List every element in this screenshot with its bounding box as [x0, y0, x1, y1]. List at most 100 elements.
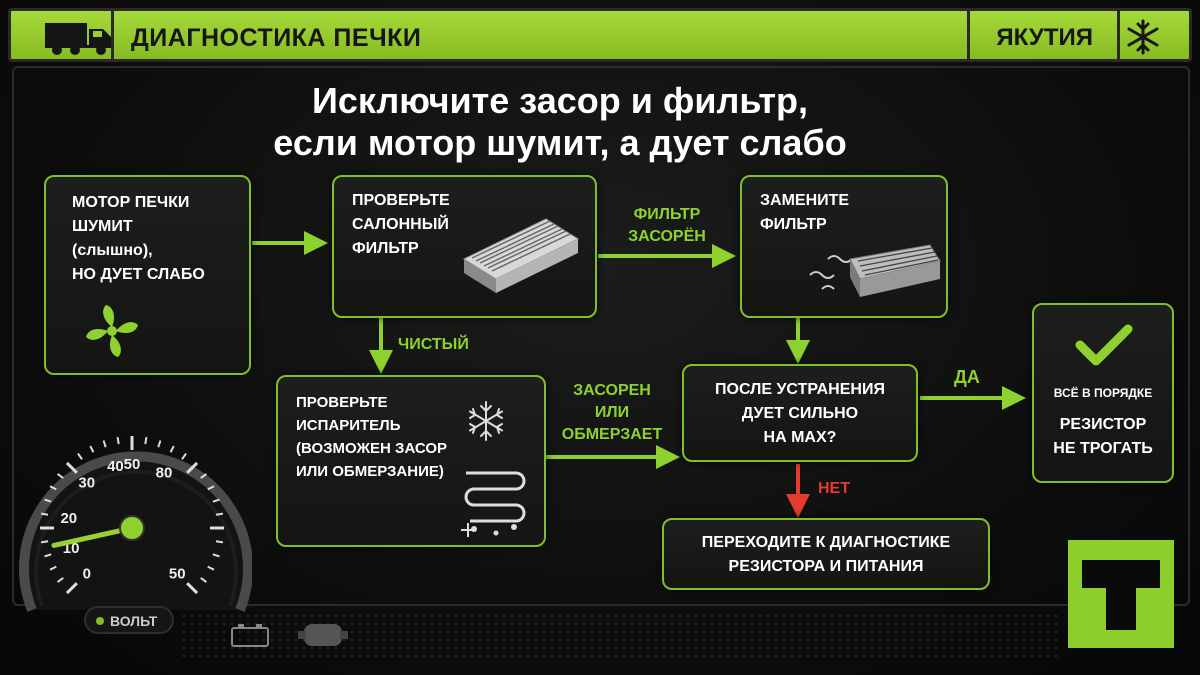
gauge-tick	[215, 540, 224, 544]
node-filter-check-line: ПРОВЕРЬТЕ	[352, 192, 450, 209]
gauge-tick	[144, 436, 148, 445]
node-ok: ВСЁ В ПОРЯДКЕ РЕЗИСТОР НЕ ТРОГАТЬ	[1032, 303, 1174, 483]
edge-label-evap: ЗАСОРЕН ИЛИ ОБМЕРЗАЕТ	[552, 380, 672, 446]
gauge-tick-label: 0	[83, 565, 91, 582]
edge-label-line: ЗАСОРЁН	[628, 228, 706, 245]
battery-icon	[231, 624, 269, 647]
gauge-tick	[89, 445, 95, 453]
gauge-tick-label: 30	[78, 475, 95, 492]
node-resistor-line: ПЕРЕХОДИТЕ К ДИАГНОСТИКЕ	[701, 534, 951, 551]
cabin-filter-icon	[462, 218, 580, 293]
edge-label-line: ФИЛЬТР	[633, 206, 701, 223]
volt-badge: ВОЛЬТ	[84, 606, 174, 634]
gauge-tick	[65, 461, 78, 474]
gauge-tick	[56, 473, 64, 479]
status-dot	[96, 617, 104, 625]
node-filter-check: ПРОВЕРЬТЕ САЛОННЫЙ ФИЛЬТР	[332, 175, 597, 318]
node-start-line: (слышно),	[72, 242, 153, 259]
node-decision-line: НА MAX?	[763, 429, 837, 446]
node-replace-filter-line: ЗАМЕНИТЕ	[760, 192, 850, 209]
gauge-tick	[44, 553, 52, 558]
node-resistor-line: РЕЗИСТОРА И ПИТАНИЯ	[728, 558, 924, 575]
header-divider	[111, 8, 114, 62]
edge-label-line: ИЛИ	[594, 404, 630, 421]
node-evaporator-line: (ВОЗМОЖЕН ЗАСОР	[296, 440, 448, 457]
heater-core-icon	[298, 624, 348, 646]
snowflake-icon	[1127, 19, 1159, 55]
gauge-tick	[49, 485, 57, 491]
gauge-tick-label: 50	[169, 565, 186, 582]
gauge-tick	[77, 452, 83, 460]
node-ok-small: ВСЁ В ПОРЯДКЕ	[1053, 386, 1153, 400]
brand-logo	[1068, 540, 1174, 648]
edge-label-yes: ДА	[954, 367, 980, 387]
volt-label: ВОЛЬТ	[110, 613, 158, 629]
gauge-tick	[207, 485, 215, 491]
node-start-line: МОТОР ПЕЧКИ	[72, 194, 190, 211]
gauge-hub	[119, 515, 145, 541]
gauge-tick	[49, 565, 57, 571]
node-decision: ПОСЛЕ УСТРАНЕНИЯ ДУЕТ СИЛЬНО НА MAX?	[682, 364, 918, 462]
header-bar: ДИАГНОСТИКА ПЕЧКИ ЯКУТИЯ	[8, 8, 1192, 62]
evaporator-icon	[461, 471, 526, 537]
node-evaporator-line: ИСПАРИТЕЛЬ	[296, 417, 401, 434]
node-decision-line: ПОСЛЕ УСТРАНЕНИЯ	[715, 381, 885, 398]
gauge-tick	[207, 565, 215, 571]
gauge-tick-label: 20	[60, 510, 77, 527]
gauge-tick	[181, 452, 187, 460]
display-screen	[12, 66, 1190, 606]
gauge-tick	[200, 473, 208, 479]
node-decision-line: ДУЕТ СИЛЬНО	[741, 405, 859, 422]
headline-line-1: Исключите засор и фильтр,	[312, 80, 808, 121]
gauge-tick-label: 40	[107, 458, 124, 475]
gauge-tick	[212, 498, 220, 503]
node-filter-check-line: САЛОННЫЙ	[352, 216, 449, 233]
gauge-tick	[215, 512, 224, 516]
node-evaporator-line: ИЛИ ОБМЕРЗАНИЕ)	[296, 463, 444, 480]
fan-icon	[86, 305, 138, 357]
gauge-tick	[102, 440, 107, 448]
gauge-tick	[186, 461, 199, 474]
gauge-tick-label: 80	[156, 465, 173, 482]
edge-label-clogged: ФИЛЬТР ЗАСОРЁН	[612, 204, 722, 248]
header-divider	[1117, 8, 1120, 62]
header-divider	[967, 8, 970, 62]
edge-label-line: ОБМЕРЗАЕТ	[561, 426, 663, 443]
gauge-tick	[65, 582, 78, 595]
gauge-tick	[40, 512, 49, 516]
edge-label-no: НЕТ	[818, 480, 850, 497]
gauge-tick	[186, 582, 199, 595]
edge-label-line: ЗАСОРЕН	[573, 382, 651, 399]
gauge-tick	[169, 445, 175, 453]
node-filter-check-line: ФИЛЬТР	[352, 240, 419, 257]
headline: Исключите засор и фильтр, если мотор шум…	[190, 80, 930, 164]
header-title: ДИАГНОСТИКА ПЕЧКИ	[131, 24, 422, 52]
region-label: ЯКУТИЯ	[996, 24, 1093, 51]
headline-line-2: если мотор шумит, а дует слабо	[273, 122, 847, 163]
node-resistor: ПЕРЕХОДИТЕ К ДИАГНОСТИКЕ РЕЗИСТОРА И ПИТ…	[662, 518, 990, 590]
node-replace-filter: ЗАМЕНИТЕ ФИЛЬТР	[740, 175, 948, 318]
edge-label-clean: ЧИСТЫЙ	[398, 336, 469, 353]
gauge-tick	[212, 553, 220, 558]
node-replace-filter-line: ФИЛЬТР	[760, 216, 827, 233]
gauge-tick	[116, 436, 120, 445]
truck-icon	[45, 23, 111, 55]
node-evaporator-line: ПРОВЕРЬТЕ	[296, 394, 388, 411]
node-ok-line: РЕЗИСТОР	[1059, 416, 1147, 433]
snowflake-icon	[469, 401, 503, 441]
node-ok-line: НЕ ТРОГАТЬ	[1053, 440, 1153, 457]
node-start: МОТОР ПЕЧКИ ШУМИТ (слышно), НО ДУЕТ СЛАБ…	[44, 175, 251, 375]
checkmark-icon	[1075, 324, 1133, 366]
gauge-tick	[200, 577, 208, 583]
gauge-tick	[40, 540, 49, 544]
gauge-tick-label: 50	[124, 456, 141, 473]
gauge-needle	[51, 525, 135, 548]
gauge-tick	[56, 577, 64, 583]
node-evaporator: ПРОВЕРЬТЕ ИСПАРИТЕЛЬ (ВОЗМОЖЕН ЗАСОР ИЛИ…	[276, 375, 546, 547]
gauge-tick	[157, 440, 162, 448]
node-start-line: ШУМИТ	[72, 218, 133, 235]
node-start-line: НО ДУЕТ СЛАБО	[72, 266, 205, 283]
gauge-tick	[44, 498, 52, 503]
